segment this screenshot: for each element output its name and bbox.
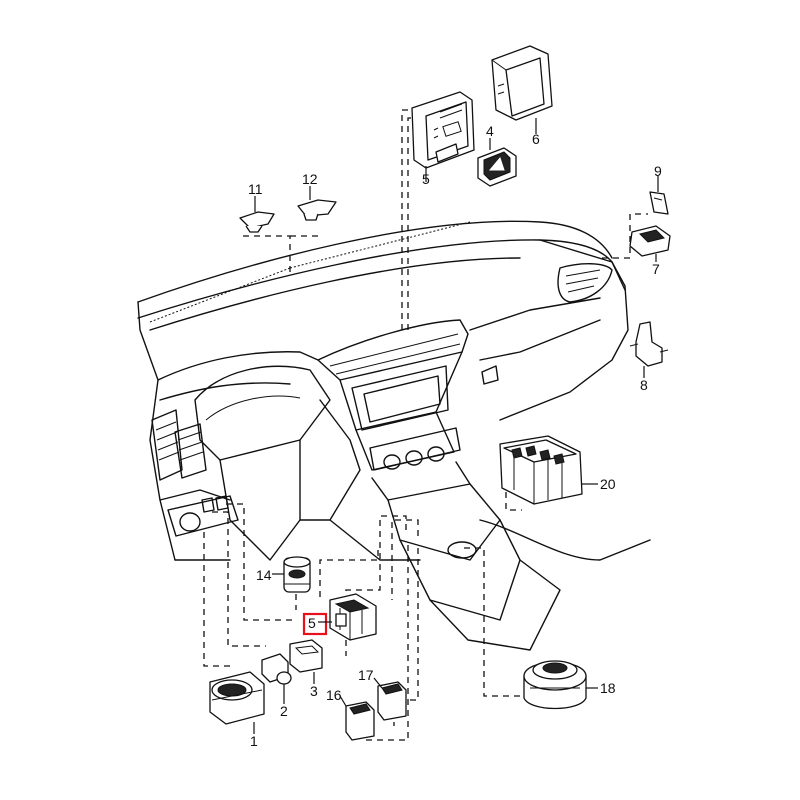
part-17-button	[377, 681, 407, 721]
part-2-knob	[261, 653, 292, 685]
callout-6: 6	[532, 131, 540, 147]
part-5-switch-panel	[411, 91, 475, 169]
callout-20: 20	[600, 476, 616, 492]
part-18-rotary-switch	[523, 660, 587, 710]
callout-3: 3	[310, 683, 318, 699]
callout-leaders	[253, 118, 659, 734]
part-8-sensor	[629, 321, 669, 367]
highlight-box	[302, 612, 328, 636]
part-7-switch	[629, 225, 671, 257]
part-14-ignition	[283, 556, 311, 593]
part-1-light-switch	[209, 671, 265, 725]
callout-4: 4	[486, 123, 494, 139]
part-9-clip	[649, 191, 669, 215]
part-6-panel	[491, 45, 553, 121]
callout-8: 8	[640, 377, 648, 393]
callout-2: 2	[280, 703, 288, 719]
callout-1: 1	[250, 733, 258, 749]
part-12-vent-cap	[297, 199, 337, 221]
part-11-vent-cap	[239, 211, 275, 233]
callout-5: 5	[422, 171, 430, 187]
callout-9: 9	[654, 163, 662, 179]
callout-14: 14	[256, 567, 272, 583]
callout-16: 16	[326, 687, 342, 703]
callout-11: 11	[248, 181, 263, 197]
callout-12: 12	[302, 171, 318, 187]
callout-18: 18	[600, 680, 616, 696]
callout-17: 17	[358, 667, 374, 683]
part-5-switch-block	[329, 593, 377, 641]
callout-5-lower: 5	[308, 615, 316, 631]
dashboard-outline	[137, 220, 651, 651]
callout-numbers: 1 2 3 4 5 6 7 8 9 11 12 14 5 16 17 18 20	[248, 123, 662, 749]
part-20-switch-module	[499, 435, 583, 505]
dashed-leader-lines	[203, 109, 648, 741]
part-4-hazard-switch	[477, 147, 517, 187]
part-16-button	[345, 701, 375, 741]
callout-7: 7	[652, 261, 660, 277]
part-3-switch	[289, 639, 323, 673]
